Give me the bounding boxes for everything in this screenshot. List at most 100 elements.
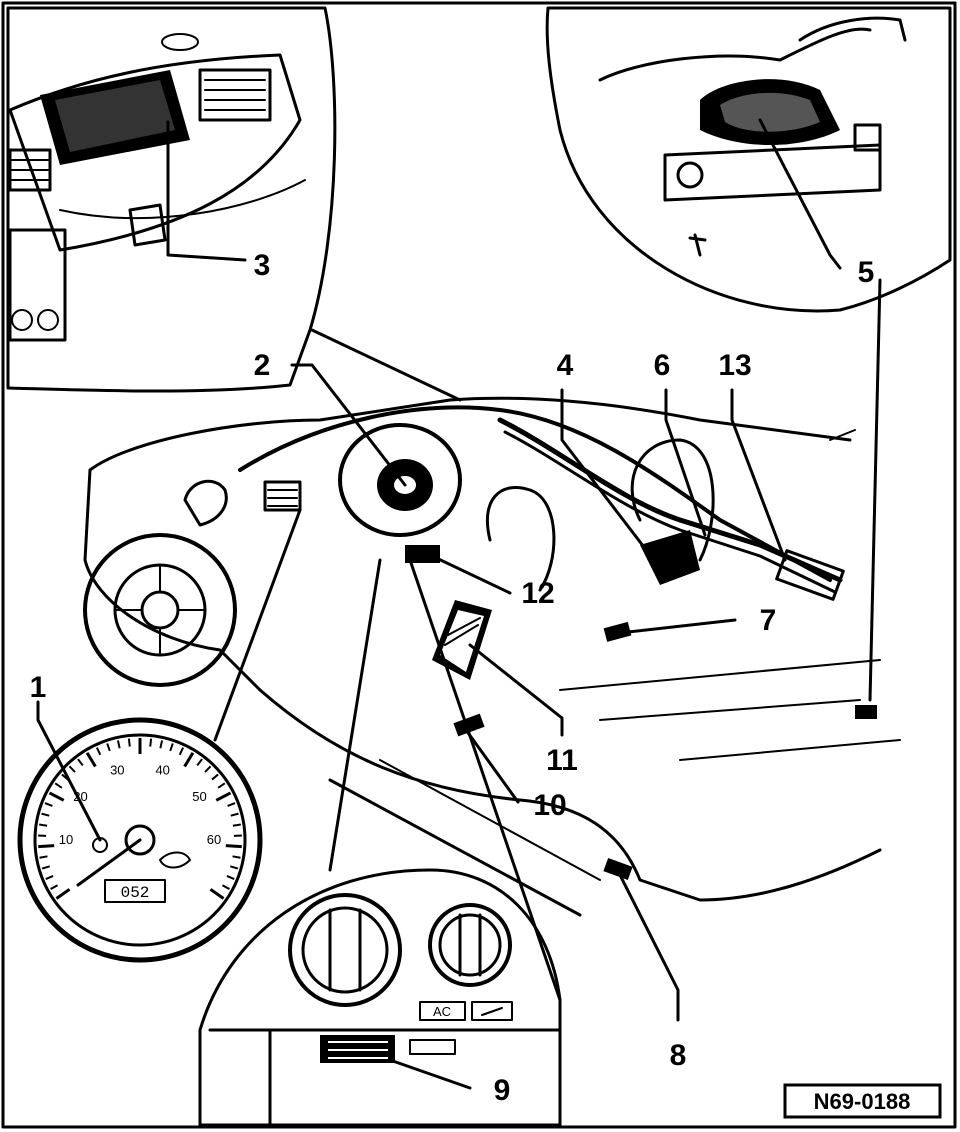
leader-9: [388, 1058, 472, 1090]
climate-knob-left: [288, 893, 402, 1007]
detail9-connector: [328, 558, 562, 1002]
gauge-tick: [48, 791, 65, 802]
gauge-tick: [127, 738, 131, 747]
leader-11: [468, 643, 564, 737]
leader-8: [618, 873, 680, 1022]
leader-7: [626, 618, 737, 634]
gauge-tick: [116, 740, 121, 749]
gauge-tick: [226, 875, 235, 880]
detail-seat-belt-tensioner: [545, 6, 952, 313]
odometer-reading: 052: [121, 884, 150, 902]
gauge-tick: [230, 812, 239, 817]
door-airbag-detail: [444, 617, 481, 646]
gauge-scale-label: 60: [207, 832, 221, 847]
gauge-scale-label: 30: [110, 763, 124, 778]
ac-button: [419, 1001, 466, 1021]
vent-slats: [267, 489, 298, 507]
callout-9: 9: [494, 1074, 511, 1107]
gauge-tick: [159, 740, 164, 749]
glovebox-outline: [59, 179, 306, 220]
gauge-needle-hub: [124, 824, 156, 856]
knob-grip-left: [328, 908, 362, 992]
front-wheel: [83, 533, 237, 687]
gauge-tick: [178, 747, 185, 756]
rear-grab-handle: [829, 429, 856, 441]
car-cutaway-illustration: [83, 396, 901, 917]
gauge-tick: [209, 888, 225, 900]
leader-4: [560, 388, 652, 557]
gauge-tick: [227, 802, 236, 807]
vent-slats-right: [204, 79, 266, 111]
gauge-tick: [183, 752, 195, 768]
radio-panel: [8, 228, 67, 342]
door-sill-line: [328, 778, 582, 917]
gauge-bezel-inner: [33, 733, 247, 947]
defrost-grille: [161, 33, 199, 51]
sill-line-inner: [379, 759, 601, 881]
callout-5: 5: [858, 256, 875, 289]
detail-climate-panel: AC: [198, 868, 562, 1127]
dash-vent-left-detail: [8, 148, 52, 192]
curtain-airbag-end: [775, 549, 845, 601]
leader-6: [664, 388, 707, 537]
reference-code: N69-0188: [814, 1089, 911, 1114]
gauge-tick: [68, 765, 76, 773]
passenger-side-airbag: [640, 530, 700, 585]
gauge-tick: [41, 812, 50, 817]
detail-frame-top-left: [6, 6, 337, 393]
radio-knob-2: [37, 309, 59, 331]
floor-outline: [258, 688, 882, 902]
glovebox-latch: [128, 203, 167, 247]
gauge-tick: [39, 855, 48, 859]
leader-3: [166, 120, 247, 262]
detail-frame-top-right: [545, 6, 952, 313]
gauge-tick: [39, 823, 48, 827]
steering-wheel: [338, 423, 462, 537]
callout-10: 10: [533, 789, 566, 822]
gauge-tick: [85, 752, 97, 768]
gauge-scale-label: 10: [59, 832, 73, 847]
gauge-scale-label: 40: [155, 763, 169, 778]
gauge-tick: [55, 888, 71, 900]
dash-vent-right: [198, 68, 272, 122]
connector-pins: [328, 1041, 388, 1059]
callout-13: 13: [718, 349, 751, 382]
callout-12: 12: [521, 577, 554, 610]
reference-code-frame: [783, 1083, 942, 1119]
gauge-tick: [41, 865, 51, 870]
radio-knob: [11, 309, 33, 331]
callout-6: 6: [654, 349, 671, 382]
crash-sensor-10: [453, 713, 485, 737]
callout-4: 4: [557, 349, 574, 382]
callout-11: 11: [546, 744, 578, 777]
gauge-needle: [76, 838, 142, 887]
gauge-tick: [45, 875, 54, 880]
mounting-nut: [676, 161, 704, 189]
floor-ribs: [559, 659, 901, 761]
connector-plug: [853, 123, 882, 152]
dashboard-surface: [8, 53, 302, 252]
callout-2: 2: [254, 349, 271, 382]
roof-line: [88, 396, 852, 472]
callout-8: 8: [670, 1039, 687, 1072]
wheel-spokes: [114, 564, 206, 656]
gauge-tick: [54, 782, 63, 789]
climate-knob-right-inner: [438, 913, 502, 977]
detail5-connector: [868, 278, 882, 702]
gauge-tick: [229, 865, 239, 870]
callout-labels: 1 2 3 4 5 6 7 8 9 10 11 12 13: [30, 249, 875, 1107]
detail-passenger-airbag: [6, 6, 337, 393]
crash-sensor-7: [603, 621, 632, 642]
gauge-tick: [232, 855, 241, 859]
gauge-tick: [44, 802, 53, 807]
leader-5: [758, 118, 842, 270]
mounting-bracket: [663, 143, 882, 202]
gauge-tick: [215, 791, 232, 802]
leader-12: [428, 553, 512, 595]
gauge-tick-marks: [38, 738, 242, 900]
warning-symbol: [159, 851, 191, 869]
ac-button-label: AC: [433, 1004, 451, 1019]
